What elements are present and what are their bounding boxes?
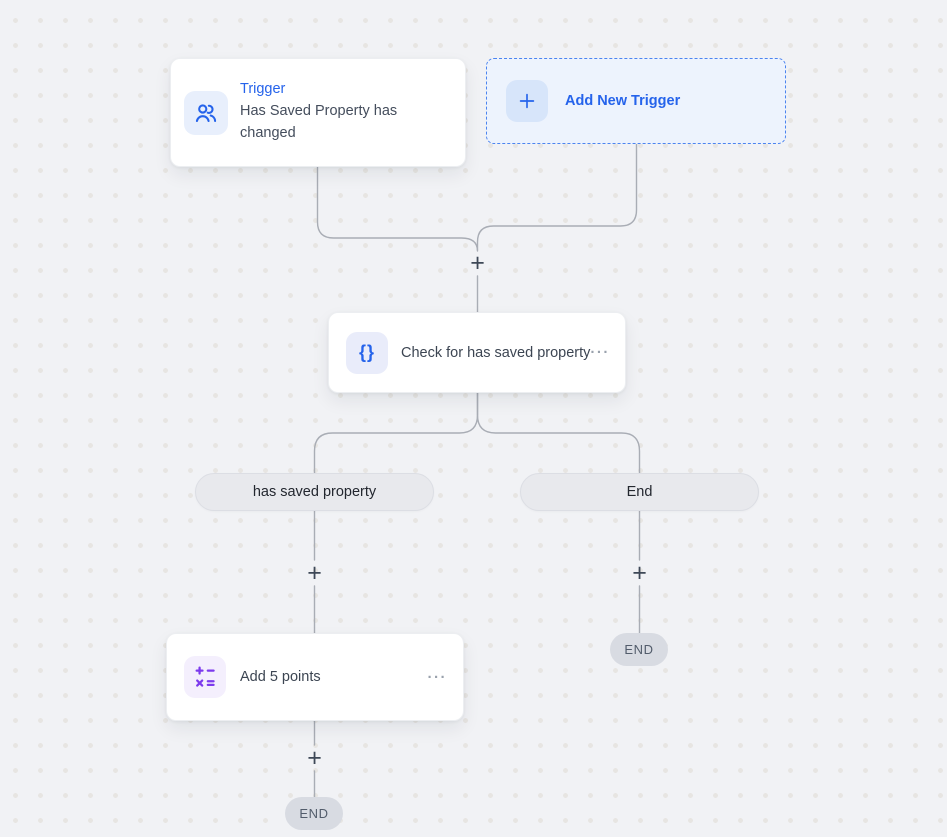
plus-icon [506,80,548,122]
add-new-trigger-button[interactable]: Add New Trigger [486,58,786,144]
add-points-action-node[interactable]: Add 5 points ··· [166,633,464,721]
connector-addtrigger-to-merge [476,143,638,251]
end-right-text: END [624,642,654,657]
braces-glyph: {} [358,342,375,362]
math-operations-icon [184,656,226,698]
end-node-right: END [610,633,668,666]
add-step-button-merge[interactable]: + [464,250,491,277]
trigger-subtitle: Has Saved Property has changed [240,103,398,141]
add-step-button-left-branch[interactable]: + [301,560,328,587]
add-points-menu-button[interactable]: ··· [427,668,447,686]
add-step-button-right-branch[interactable]: + [626,560,653,587]
check-condition-node[interactable]: {} Check for has saved property ··· [328,312,626,393]
braces-icon: {} [346,331,388,374]
branch-right-text: End [626,484,653,500]
trigger-node[interactable]: Trigger Has Saved Property has changed [170,58,466,167]
branch-left-text: has saved property [252,484,377,500]
trigger-title: Trigger [240,81,286,97]
contacts-icon [184,90,228,135]
check-node-menu-button[interactable]: ··· [590,344,610,361]
add-step-button-bottom[interactable]: + [301,745,328,772]
add-new-trigger-label: Add New Trigger [565,93,681,109]
end-bottom-text: END [299,806,329,821]
connector-trigger-to-merge [316,166,479,252]
end-node-bottom: END [285,797,343,830]
branch-label-has-saved-property: has saved property [195,473,434,511]
check-node-label: Check for has saved property [401,344,591,361]
add-points-label: Add 5 points [240,669,321,685]
branch-label-end: End [520,473,759,511]
